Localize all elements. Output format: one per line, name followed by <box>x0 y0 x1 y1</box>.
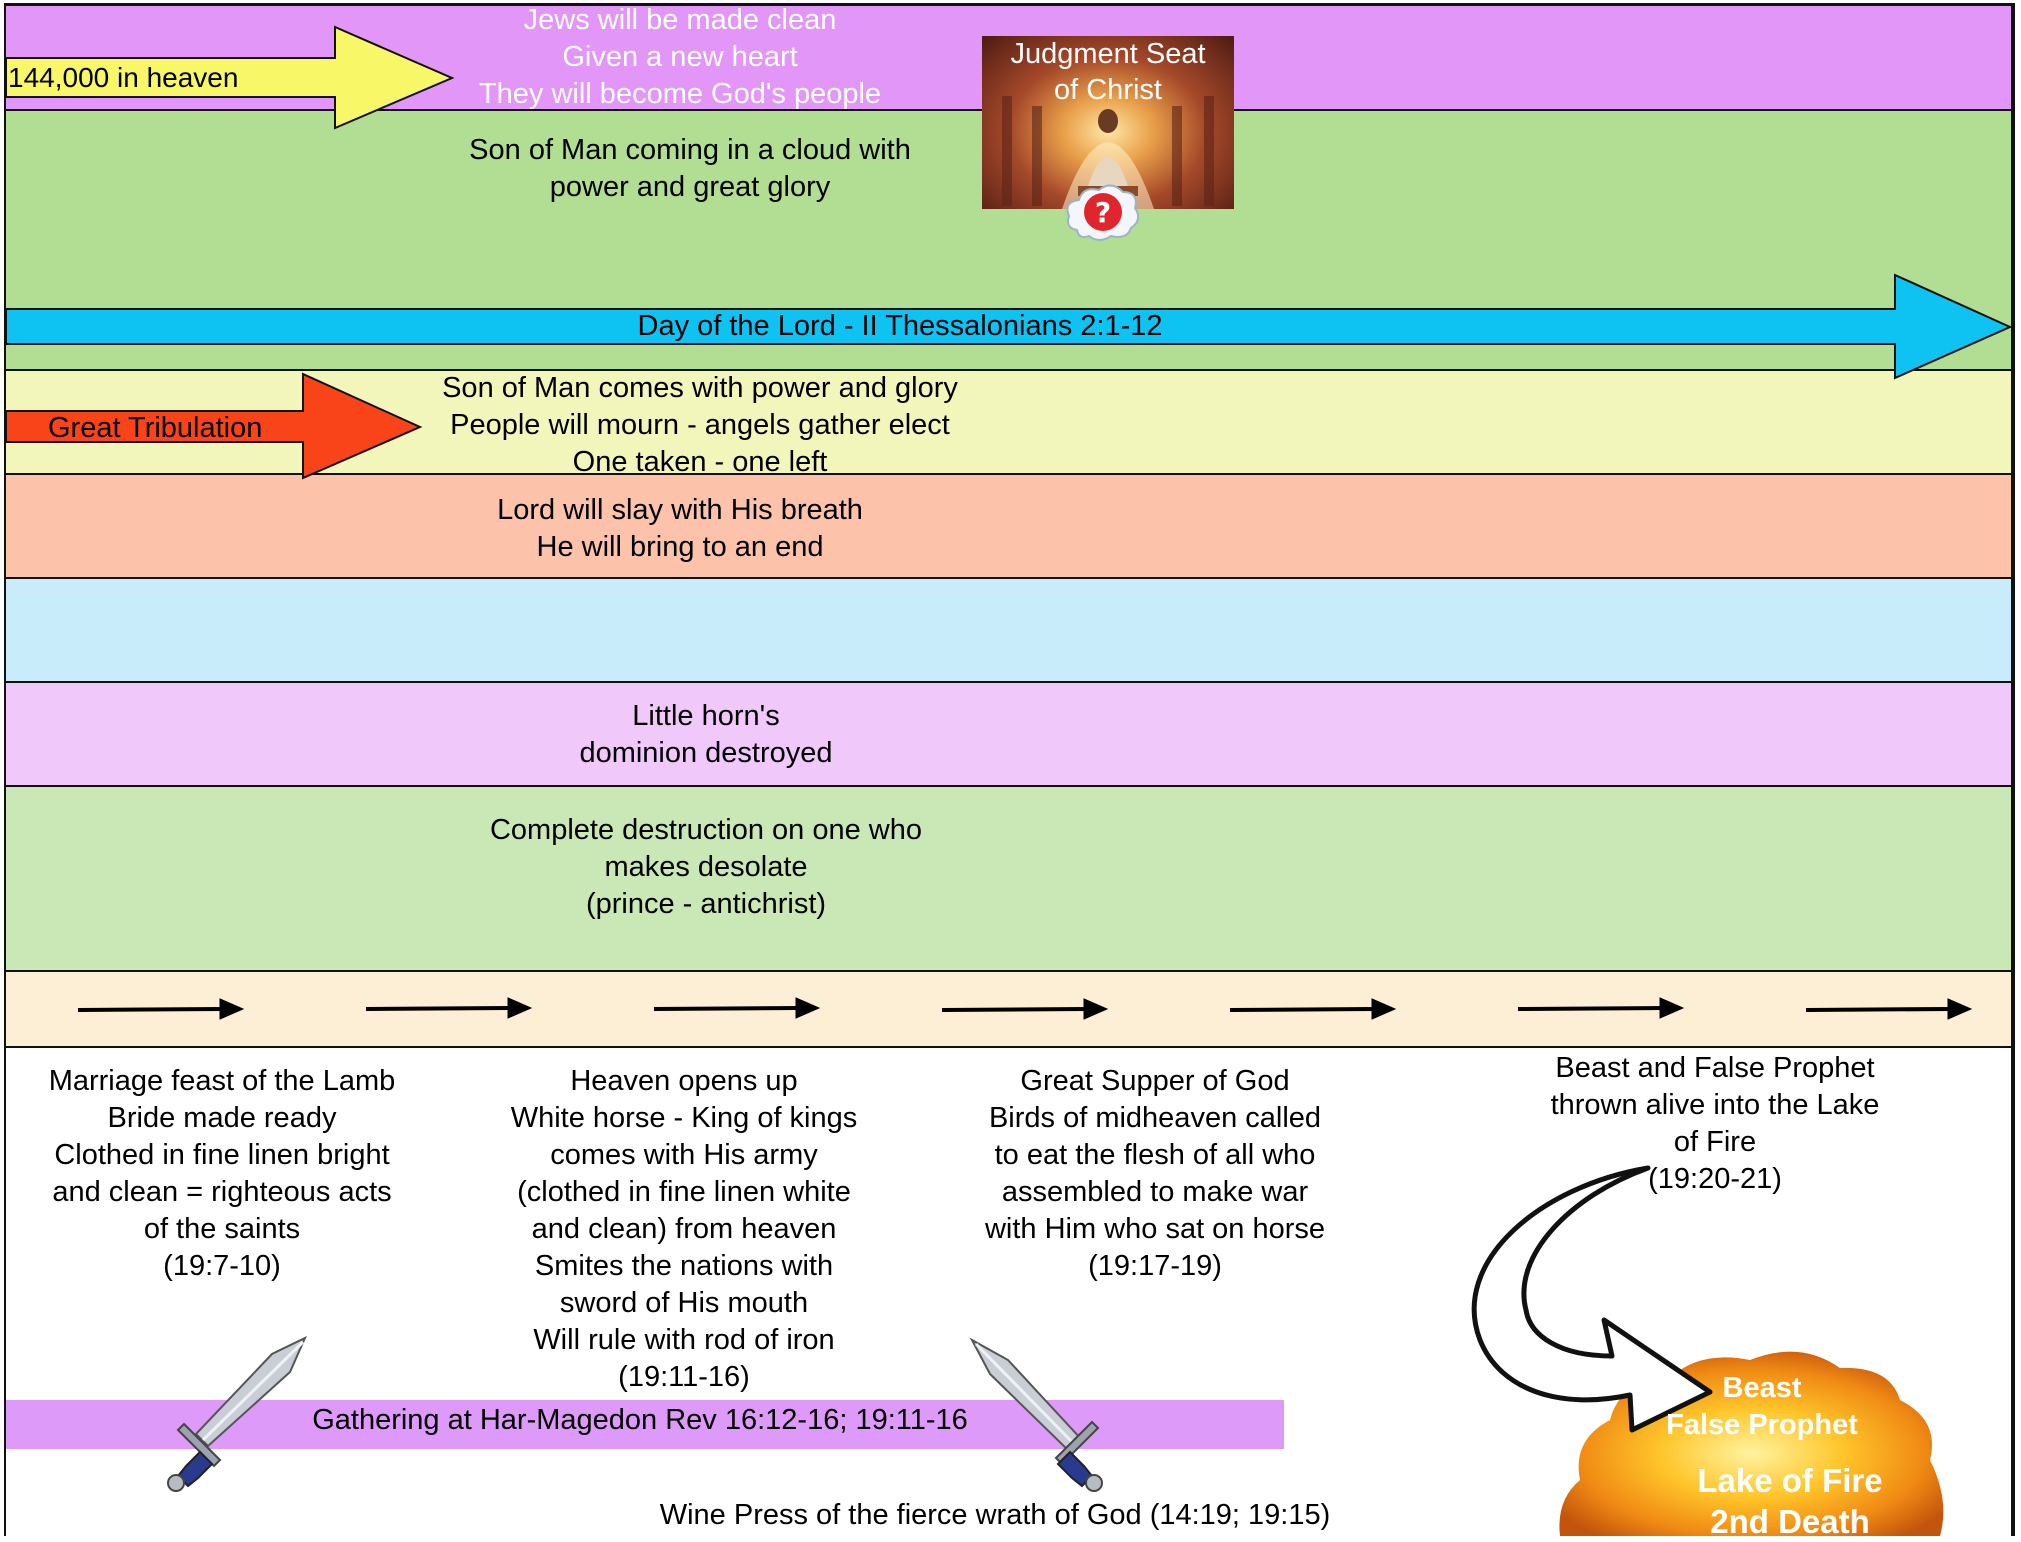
destruction-text: Complete destruction on one who makes de… <box>489 814 923 920</box>
tribulation-text: Son of Man comes with power and glory Pe… <box>442 372 958 478</box>
judgment-seat-label: Judgment Seat of Christ <box>1010 38 1206 106</box>
sword-left-icon <box>167 1335 308 1492</box>
event-great-supper: Great Supper of God Birds of midheaven c… <box>984 1065 1326 1282</box>
band-horn <box>6 681 2015 787</box>
son-cloud-text: Son of Man coming in a cloud with power … <box>469 134 911 203</box>
event-heaven-opens: Heaven opens up White horse - King of ki… <box>510 1065 858 1393</box>
lake-names-label: Beast False Prophet <box>1666 1372 1858 1441</box>
great-tribulation-label: Great Tribulation <box>48 412 263 444</box>
horn-text: Little horn's dominion destroyed <box>579 700 833 769</box>
judgment-seat-image: Judgment Seat of Christ <box>982 36 1234 209</box>
curved-arrow-icon <box>1471 1165 1713 1433</box>
band-blue <box>6 577 2015 683</box>
day-of-lord-label: Day of the Lord - II Thessalonians 2:1-1… <box>637 310 1163 342</box>
red-arrow-shape <box>5 372 423 480</box>
gathering-label: Gathering at Har-Magedon Rev 16:12-16; 1… <box>312 1404 968 1436</box>
band-slay <box>6 473 2015 579</box>
event-beast-thrown: Beast and False Prophet thrown alive int… <box>1550 1052 1880 1195</box>
top-border <box>4 3 2015 5</box>
sword-right-icon <box>969 1337 1103 1492</box>
label-144000: 144,000 in heaven <box>8 62 239 93</box>
band-destruction <box>6 785 2015 972</box>
right-border <box>2011 4 2015 1536</box>
yellow-arrow-shape <box>5 25 455 130</box>
jews-text: Jews will be made clean Given a new hear… <box>478 4 882 110</box>
event-marriage-feast: Marriage feast of the Lamb Bride made re… <box>48 1065 396 1282</box>
cyan-arrow-shape <box>5 273 2013 380</box>
wine-press-label: Wine Press of the fierce wrath of God (1… <box>659 1499 1331 1531</box>
slay-text: Lord will slay with His breath He will b… <box>497 494 863 563</box>
question-cloud-icon: ? <box>1066 184 1140 241</box>
svg-text:?: ? <box>1095 196 1111 229</box>
left-border <box>4 4 6 1536</box>
lake-of-fire-title: Lake of Fire 2nd Death <box>1697 1462 1883 1540</box>
